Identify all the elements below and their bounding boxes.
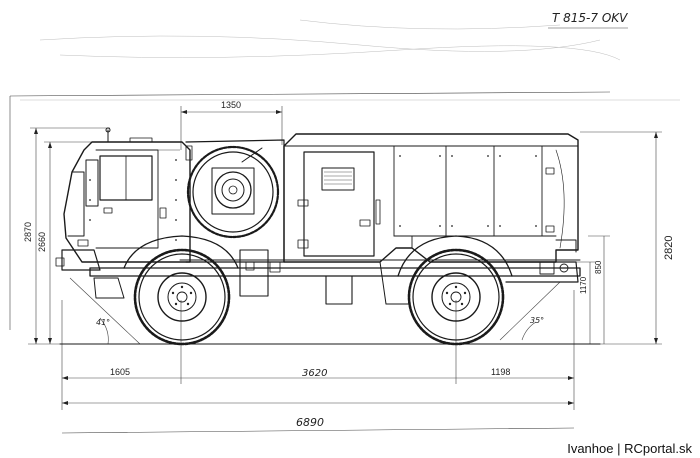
box-door	[303, 151, 375, 257]
dim-front-overhang: 1605	[110, 367, 130, 377]
dimension-lines	[9, 91, 662, 434]
dim-overall-length: 6890	[296, 416, 324, 429]
dim-rear-overhang: 1198	[491, 367, 510, 377]
background-texture	[20, 19, 680, 101]
dim-cab-spare-width: 1350	[221, 100, 241, 110]
spare-wheel	[186, 145, 280, 239]
dim-cab-height: 2660	[37, 232, 47, 252]
cab	[63, 141, 191, 263]
dim-overall-height-right: 2820	[663, 236, 675, 260]
dim-wheelbase: 3620	[302, 368, 327, 379]
angle-lines	[69, 277, 561, 345]
dim-rear-height-b: 850	[594, 260, 603, 274]
dim-rear-height-a: 1170	[579, 276, 588, 294]
dim-departure-angle: 35°	[530, 316, 544, 325]
truck	[55, 127, 601, 346]
title-note: T 815-7 OKV	[552, 11, 628, 25]
credit-watermark: Ivanhoe | RCportal.sk	[567, 441, 692, 456]
box-body	[283, 133, 579, 263]
dim-overall-height-left: 2870	[23, 222, 33, 242]
front-wheel	[133, 248, 231, 346]
